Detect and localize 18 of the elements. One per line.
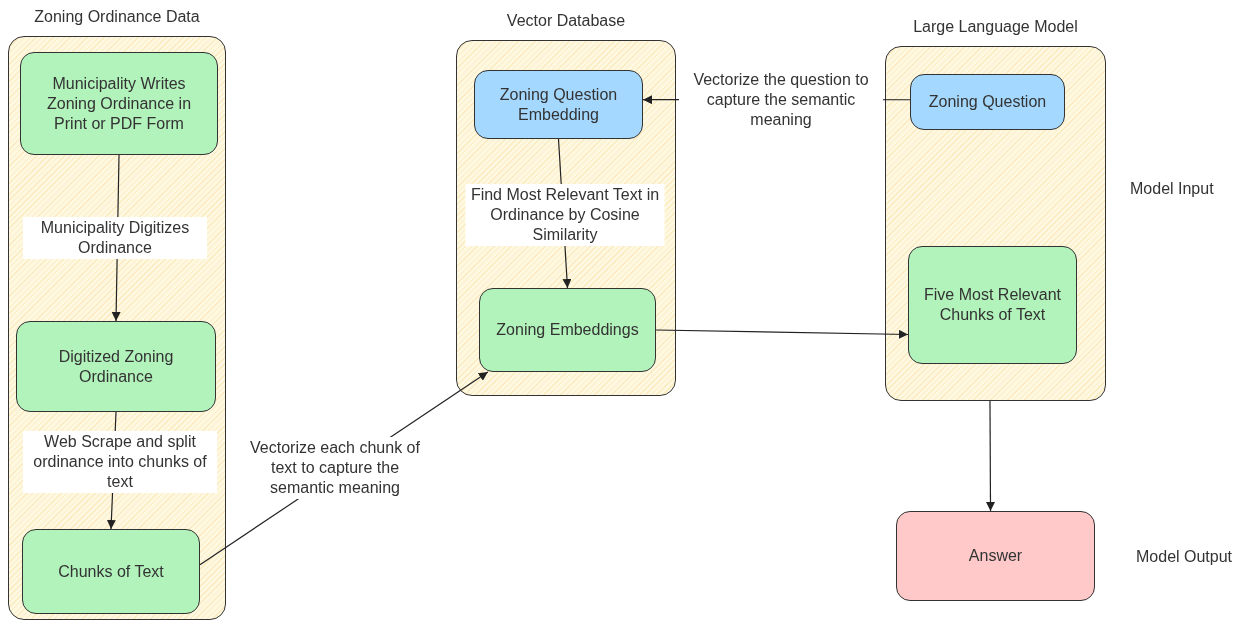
process-box: Five Most Relevant Chunks of Text	[908, 246, 1077, 364]
group-title: Vector Database	[505, 12, 627, 30]
process-box: Municipality Writes Zoning Ordinance in Print or PDF Form	[20, 52, 218, 155]
arrow	[986, 400, 995, 512]
stage-label: Model Output	[1136, 548, 1233, 566]
arrow	[655, 329, 909, 339]
group-title: Zoning Ordinance Data	[33, 8, 201, 26]
edge-label: Find Most Relevant Text in Ordinance by Cosine Similarity	[465, 184, 665, 246]
edge-label: Web Scrape and split ordinance into chunks of text	[23, 431, 217, 493]
process-box: Zoning Question Embedding	[474, 70, 643, 139]
process-box: Chunks of Text	[22, 529, 200, 614]
process-box: Zoning Question	[910, 74, 1065, 130]
edge-label: Municipality Digitizes Ordinance	[23, 217, 207, 259]
process-box: Answer	[896, 511, 1095, 601]
group-title: Large Language Model	[912, 18, 1079, 36]
stage-label: Model Input	[1130, 180, 1214, 198]
process-box: Zoning Embeddings	[479, 288, 656, 372]
process-box: Digitized Zoning Ordinance	[16, 321, 216, 412]
